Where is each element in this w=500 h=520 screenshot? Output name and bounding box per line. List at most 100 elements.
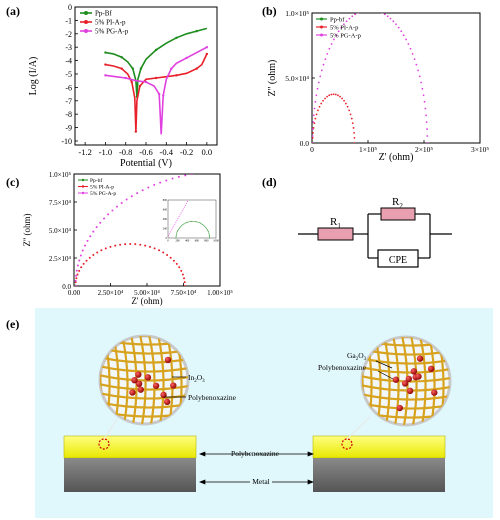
series-point: [109, 245, 112, 248]
series-point: [134, 130, 138, 133]
series-point: [425, 114, 428, 117]
plot-c-ylabel: Z'' (ohm): [22, 214, 32, 247]
inset-x-tick-label: 800: [204, 240, 209, 243]
series-point: [139, 67, 143, 70]
oxide-particle: [415, 373, 422, 380]
y-tick-label: 2.5×10⁴: [49, 255, 72, 263]
inset-point: [182, 224, 184, 226]
y-tick-label: -8: [65, 110, 72, 119]
series-point: [89, 235, 92, 238]
plot-b-xlabel: Z' (ohm): [379, 152, 414, 163]
series-point: [183, 281, 186, 284]
oxide-particle: [416, 355, 424, 362]
inset-point: [207, 229, 209, 231]
series-point: [103, 217, 106, 220]
inset-point: [183, 223, 185, 225]
series-point: [375, 10, 377, 12]
series-point: [104, 74, 107, 77]
series-point: [328, 202, 330, 204]
inset-y-tick-label: 200: [163, 228, 168, 231]
series-point: [411, 52, 414, 55]
inset-point: [175, 221, 177, 223]
series-point: [319, 75, 322, 78]
series-point: [402, 34, 405, 37]
y-tick-label: -4: [65, 57, 72, 66]
series-point: [88, 256, 91, 259]
series-point: [332, 38, 335, 41]
fiber-strand: [408, 337, 418, 425]
series-point: [315, 113, 318, 116]
inset-point: [181, 210, 183, 212]
coated-metal-left: [63, 334, 197, 492]
series-point: [301, 186, 303, 188]
inset-point: [209, 237, 211, 239]
inset-point: [178, 227, 180, 229]
plot-c-xlabel: Z' (ohm): [131, 296, 162, 306]
series-point: [104, 63, 107, 66]
metal-substrate-right: [313, 458, 445, 492]
oxide-particle: [170, 382, 177, 389]
series-point: [78, 269, 81, 272]
series-point: [407, 43, 410, 45]
legend-marker: [84, 20, 88, 24]
series-point: [75, 274, 78, 277]
series-point: [92, 230, 95, 233]
series-point: [328, 47, 331, 50]
fiber-strand: [100, 390, 188, 400]
series-point: [124, 76, 127, 80]
series-point: [368, 254, 370, 256]
coated-metal-right: [312, 335, 452, 492]
x-tick-label: 0: [310, 145, 314, 154]
inset-point: [175, 236, 177, 238]
inset-point: [190, 220, 192, 222]
series-point: [159, 181, 162, 184]
inset-point: [205, 227, 207, 229]
y-tick-label: 0: [68, 3, 72, 12]
series-point: [120, 67, 123, 70]
series-point: [340, 26, 343, 29]
series-point: [166, 253, 169, 256]
series-point: [313, 107, 316, 110]
inset-point: [174, 223, 176, 225]
plot-c-legend: Pp-bf5% PI-A-p5% PG-A-p: [78, 177, 116, 197]
series-point: [337, 30, 340, 33]
series-point: [415, 63, 418, 66]
series-point: [413, 58, 416, 61]
inset-point: [193, 220, 195, 222]
plot-b-legend: Pp-bf5% PI-A-p5% PG-A-p: [316, 17, 361, 40]
x-tick-label: 0.0: [202, 147, 213, 157]
series-point: [366, 9, 368, 11]
series-point: [364, 245, 366, 247]
oxide-particle: [144, 374, 152, 381]
oxide-particle: [135, 371, 142, 378]
series-point: [405, 38, 407, 41]
series-point: [332, 93, 335, 96]
series-point: [392, 20, 395, 23]
series-point: [277, 178, 279, 180]
zoom-line-right: [346, 416, 371, 440]
series-point: [120, 56, 123, 59]
series-point: [154, 76, 158, 80]
inset-point: [207, 231, 209, 233]
series-point: [397, 26, 400, 29]
legend-label: 5% PG-A-p: [330, 33, 361, 40]
series-point: [79, 254, 82, 257]
legend-label: 5% PI-A-p: [330, 25, 358, 32]
cpe-element: [377, 249, 419, 268]
series-point: [92, 253, 95, 256]
series-point: [84, 244, 87, 247]
series-point: [312, 121, 315, 124]
inset-point: [201, 223, 203, 225]
series-point: [317, 109, 319, 112]
series-point: [345, 102, 347, 105]
inset-point: [180, 225, 182, 227]
oxide-particle: [406, 387, 414, 395]
inset-point: [183, 206, 185, 208]
inset-x-tick-label: 0: [167, 240, 169, 243]
label-in2o3: In2O3: [188, 373, 205, 384]
oxide-particle: [135, 380, 143, 387]
r1-label: R1: [330, 216, 341, 230]
